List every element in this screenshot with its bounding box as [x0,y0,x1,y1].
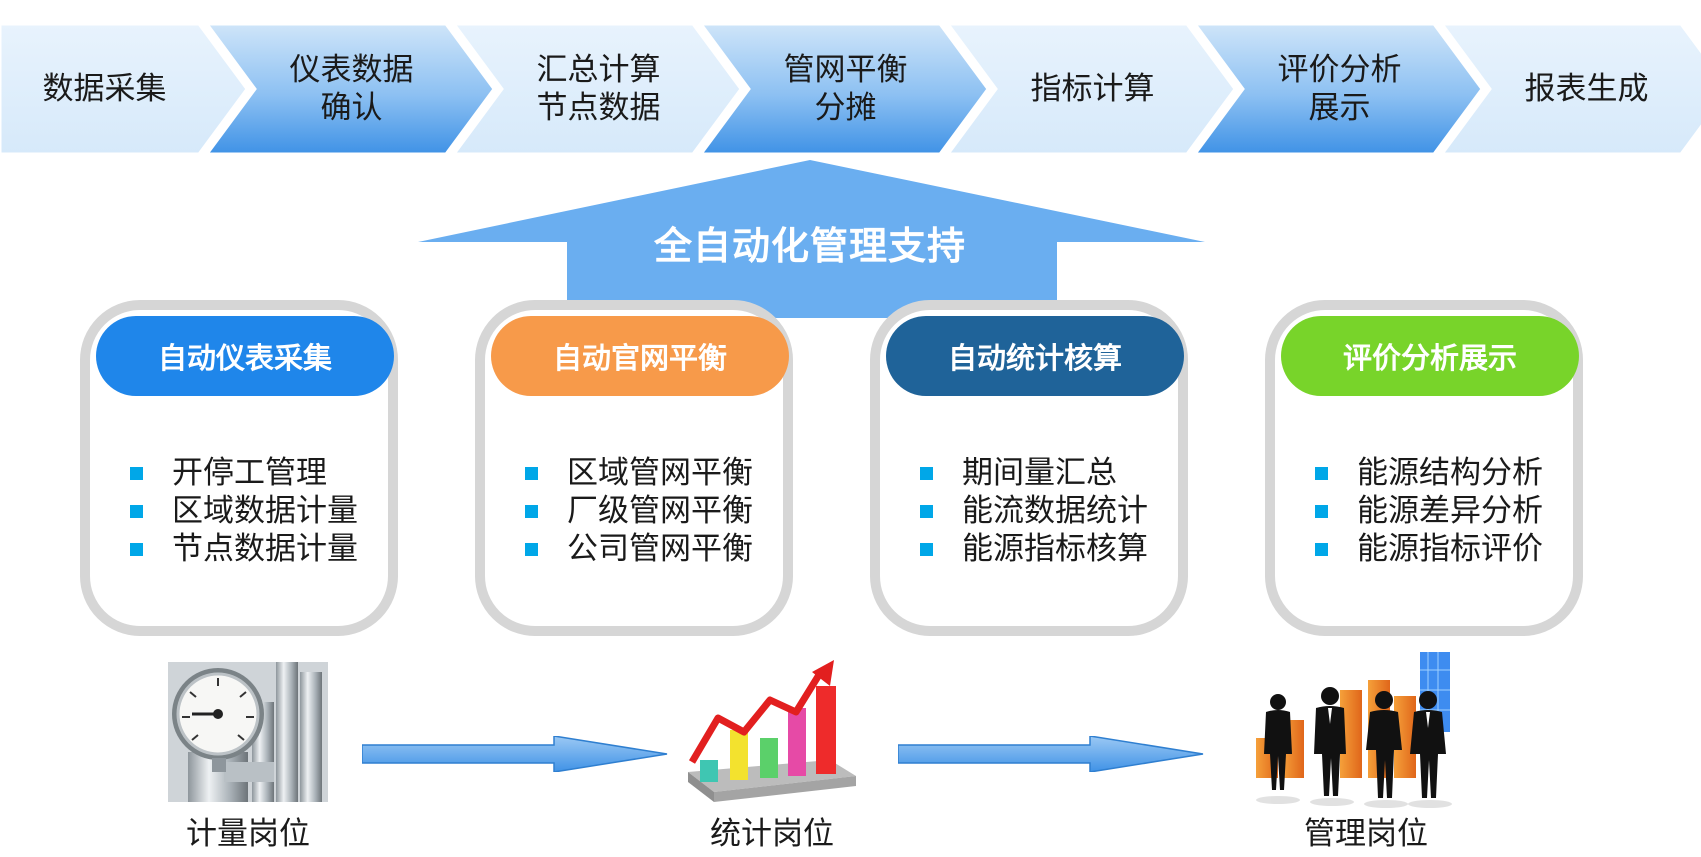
process-step-chevron [945,22,1237,156]
list-item: 厂级管网平衡 [525,492,753,530]
process-step-chevron [1192,22,1484,156]
process-step-label: 评价分析 展示 [1277,52,1402,126]
list-item-text: 区域管网平衡 [567,455,753,491]
card-auto-statistics: 自动统计核算 期间量汇总 能流数据统计 能源指标核算 [870,300,1188,636]
card-title: 自动官网平衡 [491,316,789,396]
process-step-chevron [204,22,496,156]
list-item-text: 能流数据统计 [962,493,1148,529]
process-step-label: 数据采集 [42,71,167,107]
support-arrow [418,160,1205,318]
process-step-chevron [698,22,990,156]
list-item-text: 能源指标核算 [962,531,1148,567]
list-item: 区域管网平衡 [525,454,753,492]
list-item-text: 区域数据计量 [172,493,358,529]
square-bullet-icon [1315,543,1328,556]
square-bullet-icon [1315,467,1328,480]
role-label: 统计岗位 [710,816,834,852]
card-list: 开停工管理 区域数据计量 节点数据计量 [130,454,358,568]
list-item: 能源结构分析 [1315,454,1543,492]
list-item-text: 公司管网平衡 [567,531,753,567]
list-item-text: 开停工管理 [172,455,327,491]
list-item: 能流数据统计 [920,492,1148,530]
list-item-text: 厂级管网平衡 [567,493,753,529]
list-item: 节点数据计量 [130,530,358,568]
process-step-label: 指标计算 [1030,71,1155,107]
process-step-label: 仪表数据 确认 [289,52,414,126]
list-item-text: 节点数据计量 [172,531,358,567]
card-title: 自动仪表采集 [96,316,394,396]
card-evaluation-display: 评价分析展示 能源结构分析 能源差异分析 能源指标评价 [1265,300,1583,636]
flow-arrow-right [362,736,668,772]
square-bullet-icon [130,505,143,518]
list-item: 期间量汇总 [920,454,1148,492]
process-step-label: 报表生成 [1524,71,1649,107]
list-item-text: 能源差异分析 [1357,493,1543,529]
rising-bar-chart-icon [688,660,856,802]
pressure-gauge-icon [168,662,328,802]
square-bullet-icon [130,467,143,480]
card-title: 评价分析展示 [1281,316,1579,396]
square-bullet-icon [525,467,538,480]
square-bullet-icon [1315,505,1328,518]
square-bullet-icon [525,505,538,518]
square-bullet-icon [525,543,538,556]
list-item: 能源指标核算 [920,530,1148,568]
square-bullet-icon [920,505,933,518]
role-label: 管理岗位 [1304,816,1428,852]
square-bullet-icon [920,467,933,480]
square-bullet-icon [920,543,933,556]
square-bullet-icon [130,543,143,556]
list-item: 能源指标评价 [1315,530,1543,568]
flow-arrow-right [898,736,1204,772]
list-item-text: 能源指标评价 [1357,531,1543,567]
process-chevron-band [0,22,1701,156]
process-step-label: 汇总计算 节点数据 [536,52,661,126]
role-label: 计量岗位 [186,816,310,852]
card-auto-meter: 自动仪表采集 开停工管理 区域数据计量 节点数据计量 [80,300,398,636]
list-item: 开停工管理 [130,454,358,492]
list-item: 区域数据计量 [130,492,358,530]
list-item-text: 能源结构分析 [1357,455,1543,491]
list-item-text: 期间量汇总 [962,455,1117,491]
card-title: 自动统计核算 [886,316,1184,396]
process-step-chevron [1439,22,1701,156]
card-auto-network-balance: 自动官网平衡 区域管网平衡 厂级管网平衡 公司管网平衡 [475,300,793,636]
card-list: 区域管网平衡 厂级管网平衡 公司管网平衡 [525,454,753,568]
list-item: 公司管网平衡 [525,530,753,568]
card-list: 期间量汇总 能流数据统计 能源指标核算 [920,454,1148,568]
process-step-chevron [451,22,743,156]
process-step-chevron [0,22,249,156]
support-arrow-label: 全自动化管理支持 [653,224,966,268]
list-item: 能源差异分析 [1315,492,1543,530]
card-list: 能源结构分析 能源差异分析 能源指标评价 [1315,454,1543,568]
support-arrow-shape [418,160,1205,318]
business-team-icon [1256,652,1452,808]
process-step-label: 管网平衡 分摊 [783,52,908,126]
